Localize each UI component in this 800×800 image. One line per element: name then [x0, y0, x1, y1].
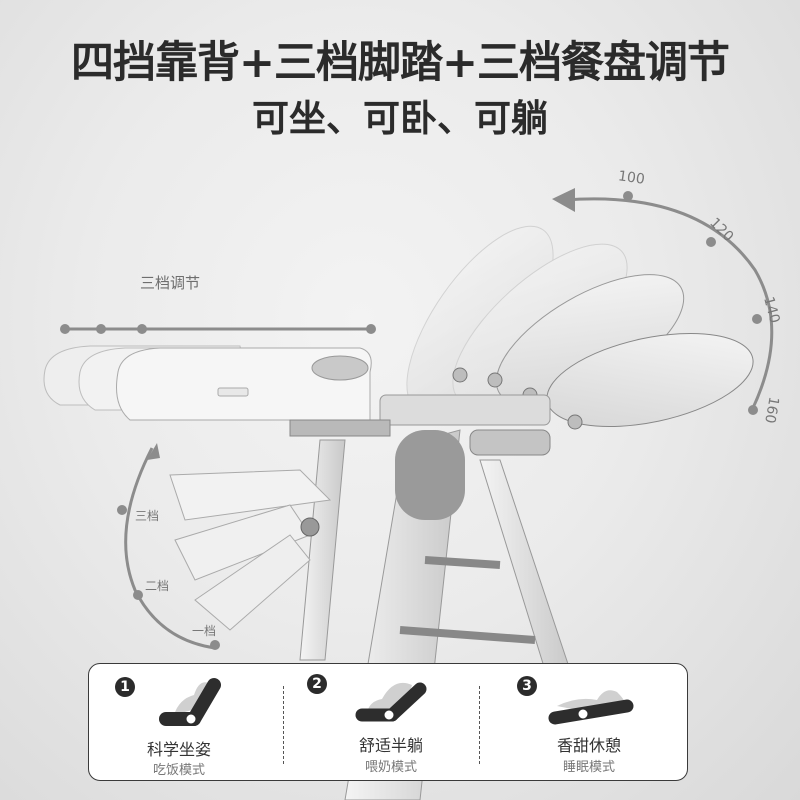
mode-number-badge: 2: [307, 674, 327, 694]
tray-position-indicator: [60, 324, 376, 334]
footrest-level-3: 三档: [135, 509, 160, 523]
footrest-level-1: 一档: [192, 624, 217, 638]
backrest-angle-indicator: [552, 188, 774, 415]
footrest-level-2: 二档: [145, 579, 170, 593]
tray-adjust-label: 三档调节: [140, 274, 201, 292]
mode-number-badge: 3: [517, 676, 537, 696]
mode-number-badge: 1: [115, 677, 135, 697]
mode-subtitle: 喂奶模式: [364, 760, 417, 775]
tray-positions: [43, 345, 391, 437]
mode-divider: [479, 686, 480, 764]
backrest-main: [452, 274, 754, 430]
headline-subtitle: 可坐、可卧、可躺: [252, 97, 548, 140]
mode-name: 舒适半躺: [358, 736, 423, 755]
mode-subtitle: 睡眠模式: [562, 760, 615, 775]
seat-upright-icon: [159, 678, 221, 726]
mode-sleeping: 3 香甜休憩 睡眠模式: [485, 664, 685, 782]
footrest-positions: [169, 469, 332, 631]
mode-name: 香甜休憩: [556, 736, 621, 755]
mode-card: 1 科学坐姿 吃饭模式 2 舒适半躺 喂奶模式 3 香甜休憩 睡眠模式: [88, 663, 688, 781]
seat-recline-icon: [355, 682, 427, 722]
mode-name: 科学坐姿: [146, 740, 211, 759]
footrest-level-indicator: [117, 443, 220, 650]
seat-flat-icon: [548, 690, 634, 725]
mode-subtitle: 吃饭模式: [152, 763, 205, 778]
mode-divider: [283, 686, 284, 764]
headline-title: 四挡靠背+三档脚踏+三档餐盘调节: [70, 38, 730, 88]
mode-feeding: 2 舒适半躺 喂奶模式: [287, 664, 487, 782]
mode-eating: 1 科学坐姿 吃饭模式: [89, 664, 289, 782]
